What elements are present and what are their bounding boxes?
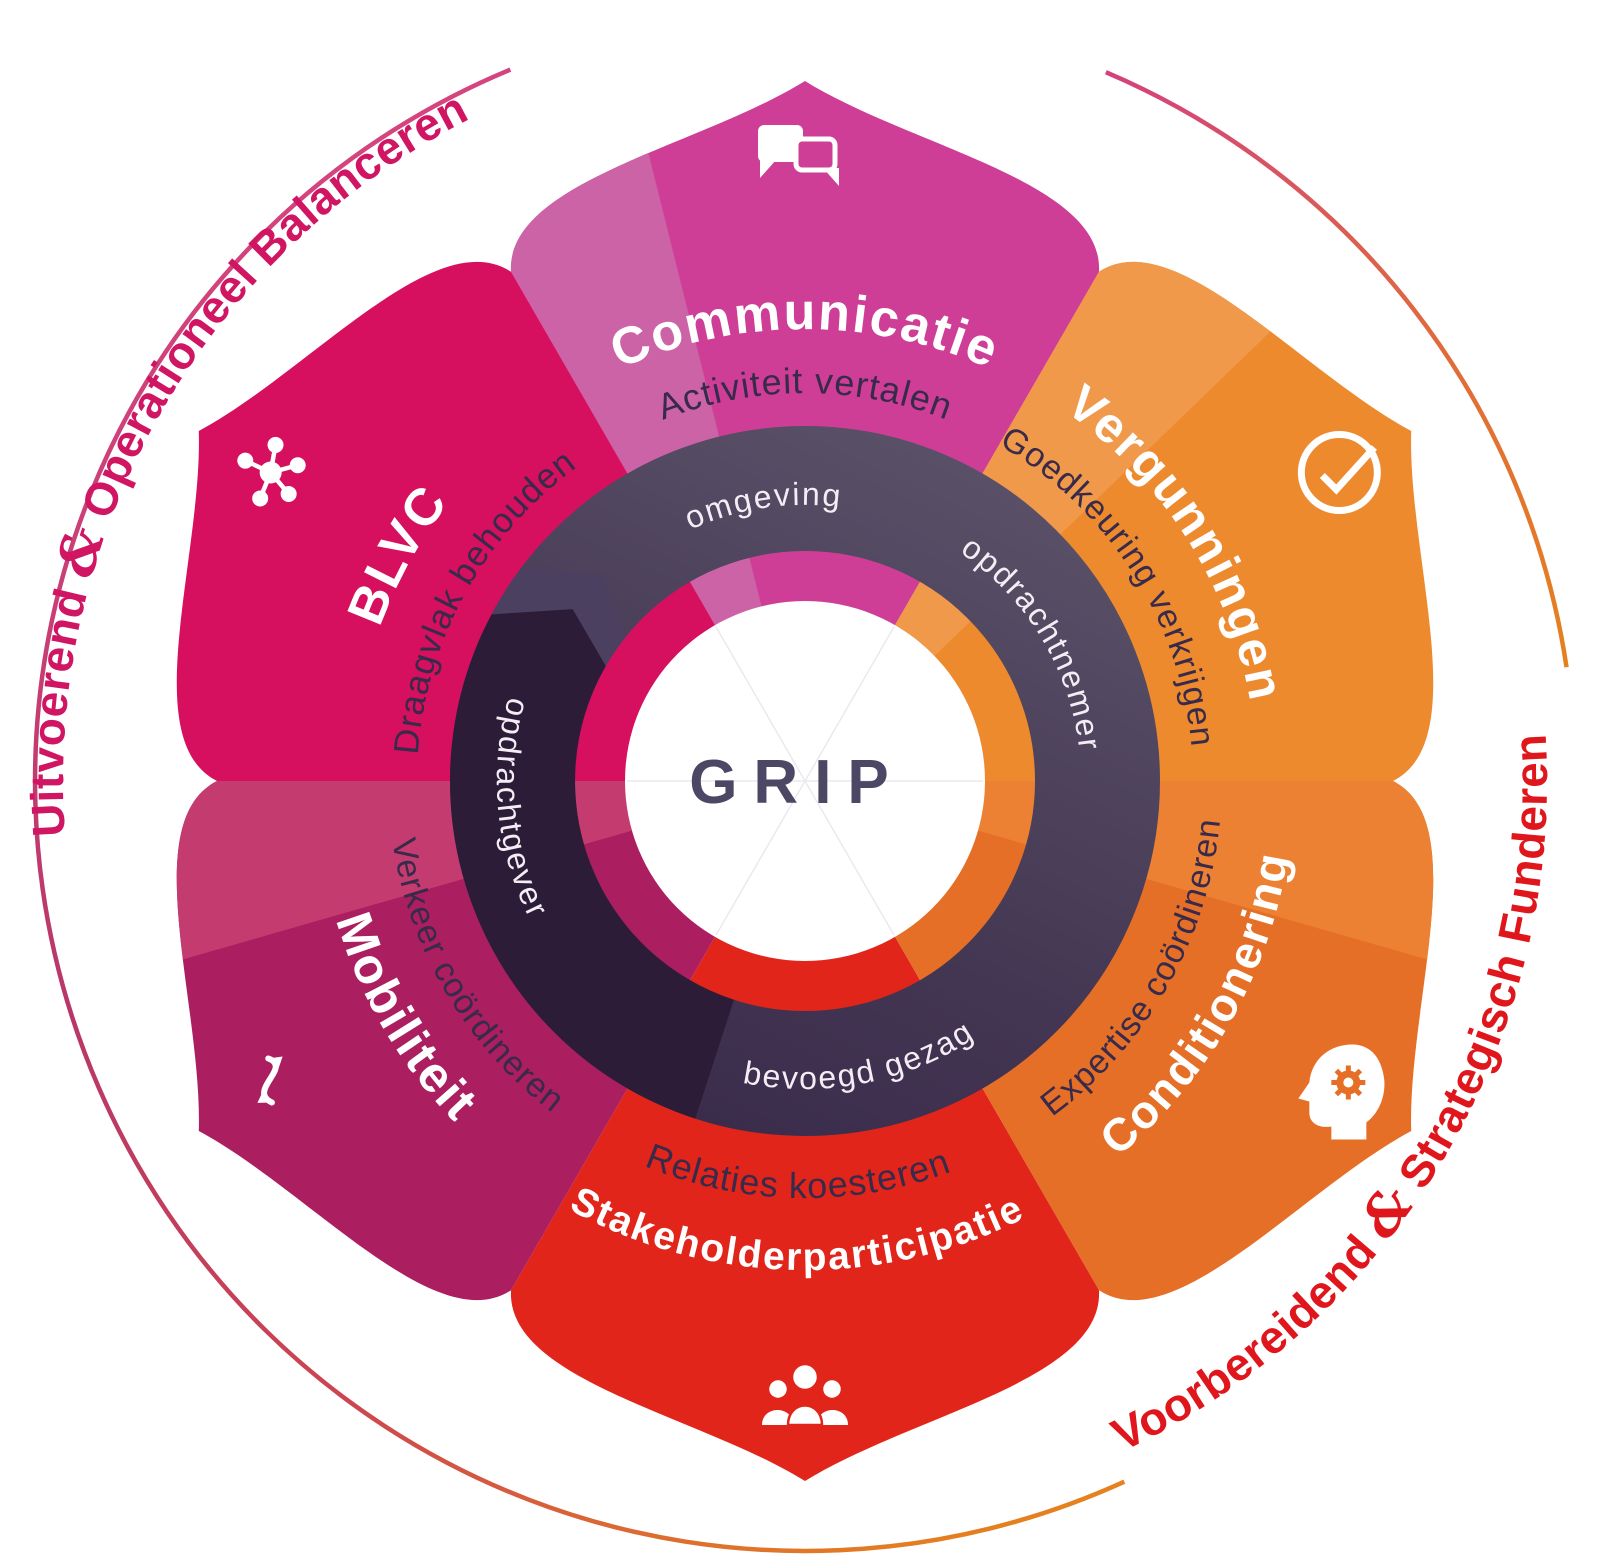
segment-icons [237, 125, 1385, 1427]
network-nodes-icon [237, 436, 306, 507]
petal-blvc [176, 261, 805, 782]
center-circle: GRIP [625, 601, 985, 961]
petal-light-shade-conditionering [805, 781, 1434, 1002]
petal-vergunningen [805, 261, 1434, 781]
arc-funderen [1104, 70, 1569, 668]
stakeholder-ring [449, 426, 1160, 1136]
petal-light-shade-communicatie [510, 81, 805, 781]
petal-mobiliteit [176, 781, 805, 1301]
swap-arrows-icon [257, 1055, 283, 1106]
center-title: GRIP [689, 748, 905, 817]
center-divider-line [715, 626, 895, 936]
chat-bubbles-icon [758, 125, 839, 186]
outer-arcs [32, 67, 1569, 1554]
ring-overlay-opdrachtgever [449, 609, 734, 1119]
petal-conditionering [805, 781, 1434, 1301]
people-group-icon [762, 1362, 848, 1427]
arc-balanceren [32, 67, 1126, 1554]
petal-light-shade-vergunningen [805, 261, 1381, 781]
petal-light-shade-mobiliteit [176, 781, 805, 1002]
head-gear-icon [1298, 1044, 1385, 1140]
check-circle-icon [1297, 431, 1381, 514]
